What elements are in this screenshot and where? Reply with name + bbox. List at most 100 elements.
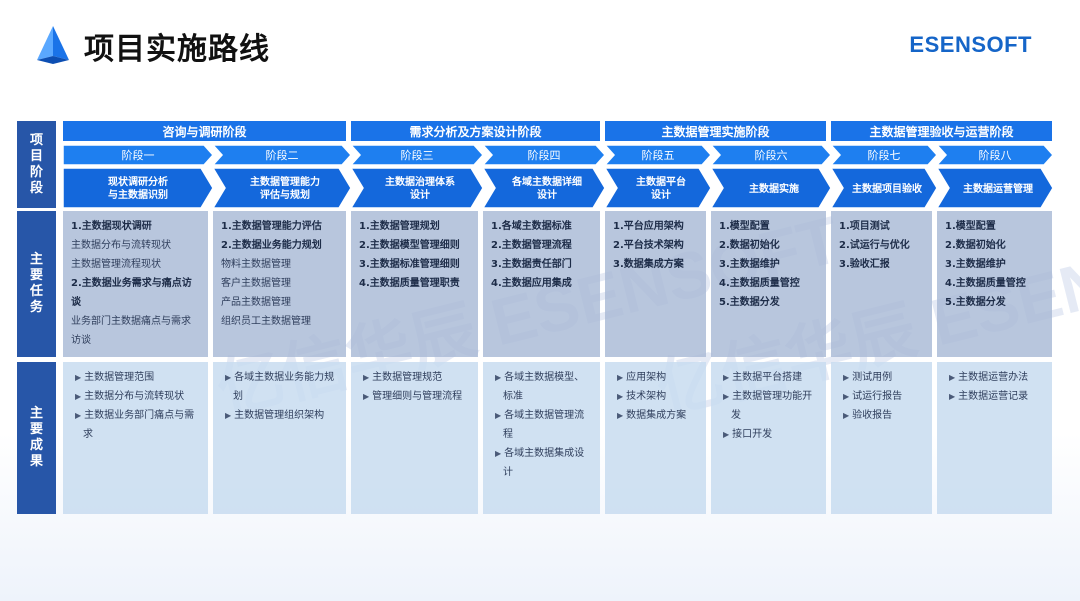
- phase-chevron: [63, 145, 215, 166]
- page-title: 项目实施路线: [84, 32, 270, 67]
- task-item: 3.数据集成方案: [613, 259, 684, 270]
- triangle-bullet-icon: ▶: [225, 373, 232, 382]
- task-item: 5.主数据分发: [719, 297, 780, 308]
- phase-topic-chevron: [63, 167, 214, 209]
- task-item: 主数据分布与流转现状: [71, 240, 171, 251]
- triangle-bullet-icon: ▶: [723, 373, 730, 382]
- phase-chevron: [349, 145, 485, 166]
- result-item: ▶试运行报告: [843, 391, 903, 402]
- phase-chevron: [829, 145, 939, 166]
- phase-chevron: [935, 145, 1053, 166]
- brand-logo: ESENSOFT: [909, 32, 1032, 57]
- phase-topic-chevron: [603, 167, 712, 209]
- task-item: 1.主数据管理规划: [359, 221, 440, 232]
- task-item: 2.主数据管理流程: [491, 240, 572, 251]
- phase-topic-chevron: [709, 167, 832, 209]
- triangle-bullet-icon: ▶: [495, 411, 502, 420]
- row-label-tasks: 主要任务: [17, 211, 56, 357]
- triangle-bullet-icon: ▶: [363, 392, 370, 401]
- triangle-bullet-icon: ▶: [843, 411, 850, 420]
- phase-label: 阶段六: [755, 148, 788, 162]
- triangle-bullet-icon: ▶: [617, 392, 624, 401]
- phase-topic-label: 主数据治理体系: [385, 175, 455, 188]
- result-item: ▶主数据管理功能开发: [723, 391, 813, 421]
- task-item: 组织员工主数据管理: [221, 316, 311, 327]
- task-item: 3.主数据维护: [719, 259, 780, 270]
- result-item: ▶技术架构: [617, 391, 667, 402]
- result-cell-3: ▶主数据管理规范 ▶管理细则与管理流程: [351, 362, 478, 514]
- task-item: 1.主数据现状调研: [71, 221, 152, 232]
- task-item: 2.数据初始化: [719, 240, 780, 251]
- task-item: 2.主数据模型管理细则: [359, 240, 460, 251]
- task-item: 2.主数据业务能力规划: [221, 240, 322, 251]
- phase-topic-chevron: [481, 167, 606, 209]
- phase-topic-label: 各域主数据详细: [511, 175, 582, 188]
- phase-topic-label: 设计: [410, 188, 430, 201]
- result-item: ▶主数据运营办法: [949, 372, 1029, 383]
- triangle-bullet-icon: ▶: [843, 373, 850, 382]
- row-label-stages: 项目阶段: [17, 121, 56, 208]
- triangle-bullet-icon: ▶: [843, 392, 850, 401]
- phase-topic-chevron: [211, 167, 352, 209]
- task-item: 4.主数据质量管控: [945, 278, 1026, 289]
- task-item: 5.主数据分发: [945, 297, 1006, 308]
- phase-chevron: [709, 145, 833, 166]
- result-item: ▶主数据管理规范: [363, 372, 443, 383]
- triangle-bullet-icon: ▶: [225, 411, 232, 420]
- task-item: 1.主数据管理能力评估: [221, 221, 322, 232]
- logo-icon: [37, 26, 69, 64]
- stage-header-3: 主数据管理实施阶段: [605, 121, 826, 141]
- result-item: ▶应用架构: [617, 372, 667, 383]
- task-item: 3.主数据责任部门: [491, 259, 572, 270]
- phase-label: 阶段七: [868, 148, 901, 162]
- task-item: 1.平台应用架构: [613, 221, 684, 232]
- phase-topic-chevron: [935, 167, 1053, 209]
- task-item: 业务部门主数据痛点与需求访谈: [71, 316, 191, 346]
- phase-topic-label: 现状调研分析: [108, 175, 168, 188]
- phase-topic-label: 设计: [651, 188, 671, 201]
- triangle-bullet-icon: ▶: [75, 411, 82, 420]
- task-cell-1: 1.主数据现状调研主数据分布与流转现状主数据管理流程现状 2.主数据业务需求与痛点…: [63, 211, 208, 357]
- phase-chevron: [211, 145, 353, 166]
- phase-topic-chevron: [349, 167, 484, 209]
- triangle-bullet-icon: ▶: [75, 373, 82, 382]
- task-item: 1.项目测试: [839, 221, 890, 232]
- task-item: 3.主数据维护: [945, 259, 1006, 270]
- result-item: ▶各域主数据业务能力规划: [225, 372, 335, 402]
- phase-label: 阶段三: [401, 148, 434, 162]
- result-cell-7: ▶测试用例▶试运行报告▶验收报告: [831, 362, 932, 514]
- phase-topic-label: 设计: [537, 188, 557, 201]
- phase-topic-label: 主数据实施: [749, 182, 799, 195]
- result-item: ▶各域主数据管理流程: [495, 410, 585, 440]
- task-item: 4.主数据应用集成: [491, 278, 572, 289]
- result-item: ▶各域主数据模型、标准: [495, 372, 585, 402]
- result-item: ▶管理细则与管理流程: [363, 391, 463, 402]
- triangle-bullet-icon: ▶: [949, 373, 956, 382]
- task-item: 2.平台技术架构: [613, 240, 684, 251]
- task-item: 2.数据初始化: [945, 240, 1006, 251]
- phase-label: 阶段五: [642, 148, 675, 162]
- triangle-bullet-icon: ▶: [363, 373, 370, 382]
- task-item: 1.模型配置: [945, 221, 996, 232]
- result-item: ▶数据集成方案: [617, 410, 687, 421]
- phase-topic-label: 主数据管理能力: [250, 175, 320, 188]
- result-item: ▶主数据管理范围: [75, 372, 155, 383]
- phase-label: 阶段八: [979, 148, 1012, 162]
- task-cell-4: 1.各域主数据标准 2.主数据管理流程 3.主数据责任部门 4.主数据应用集成: [483, 211, 600, 357]
- result-cell-1: ▶主数据管理范围▶主数据分布与流转现状▶主数据业务部门痛点与需求: [63, 362, 208, 514]
- phase-chevrons: 阶段一阶段二阶段三阶段四阶段五阶段六阶段七阶段八 现状调研分析与主数据识别主数据…: [63, 145, 1053, 209]
- triangle-bullet-icon: ▶: [495, 449, 502, 458]
- task-item: 产品主数据管理: [221, 297, 291, 308]
- task-item: 主数据管理流程现状: [71, 259, 161, 270]
- phase-chevron: [603, 145, 713, 166]
- task-item: 2.试运行与优化: [839, 240, 910, 251]
- task-item: 1.各域主数据标准: [491, 221, 572, 232]
- phase-topic-label: 主数据运营管理: [963, 182, 1033, 195]
- phase-label: 阶段二: [266, 148, 299, 162]
- triangle-bullet-icon: ▶: [617, 373, 624, 382]
- task-item: 2.主数据业务需求与痛点访谈: [71, 278, 192, 308]
- task-item: 3.主数据标准管理细则: [359, 259, 460, 270]
- phase-topic-label: 主数据项目验收: [852, 182, 922, 195]
- phase-topic-label: 评估与规划: [260, 188, 310, 201]
